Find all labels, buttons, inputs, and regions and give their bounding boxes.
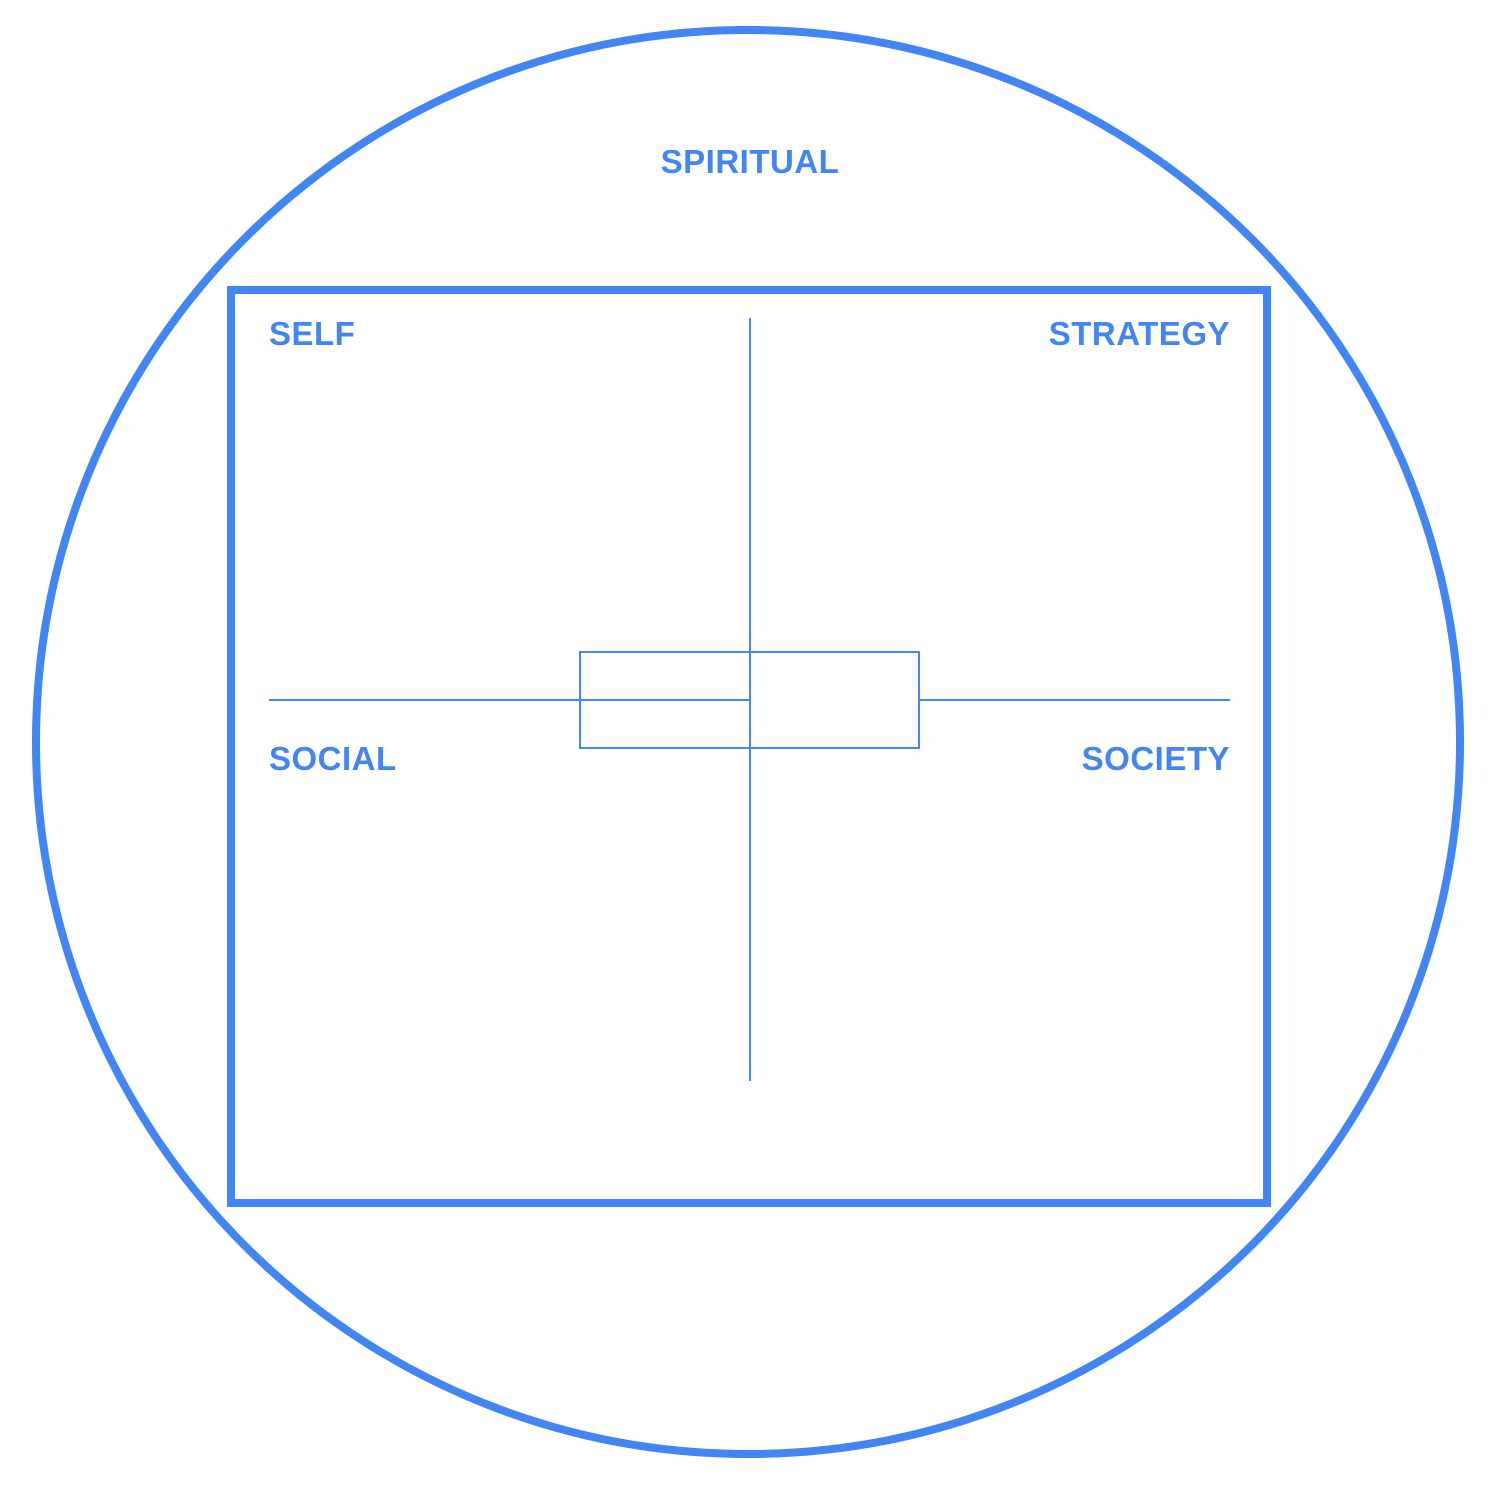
quadrant-label-self: SELF — [269, 315, 355, 352]
outer-circle — [32, 26, 1464, 1458]
inner-square — [227, 286, 1271, 1207]
center-box — [579, 651, 920, 749]
quadrant-label-society: SOCIETY — [1082, 740, 1230, 777]
spiritual-label: SPIRITUAL — [661, 143, 840, 180]
quadrant-label-social: SOCIAL — [269, 740, 397, 777]
quadrant-label-strategy: STRATEGY — [1049, 315, 1230, 352]
